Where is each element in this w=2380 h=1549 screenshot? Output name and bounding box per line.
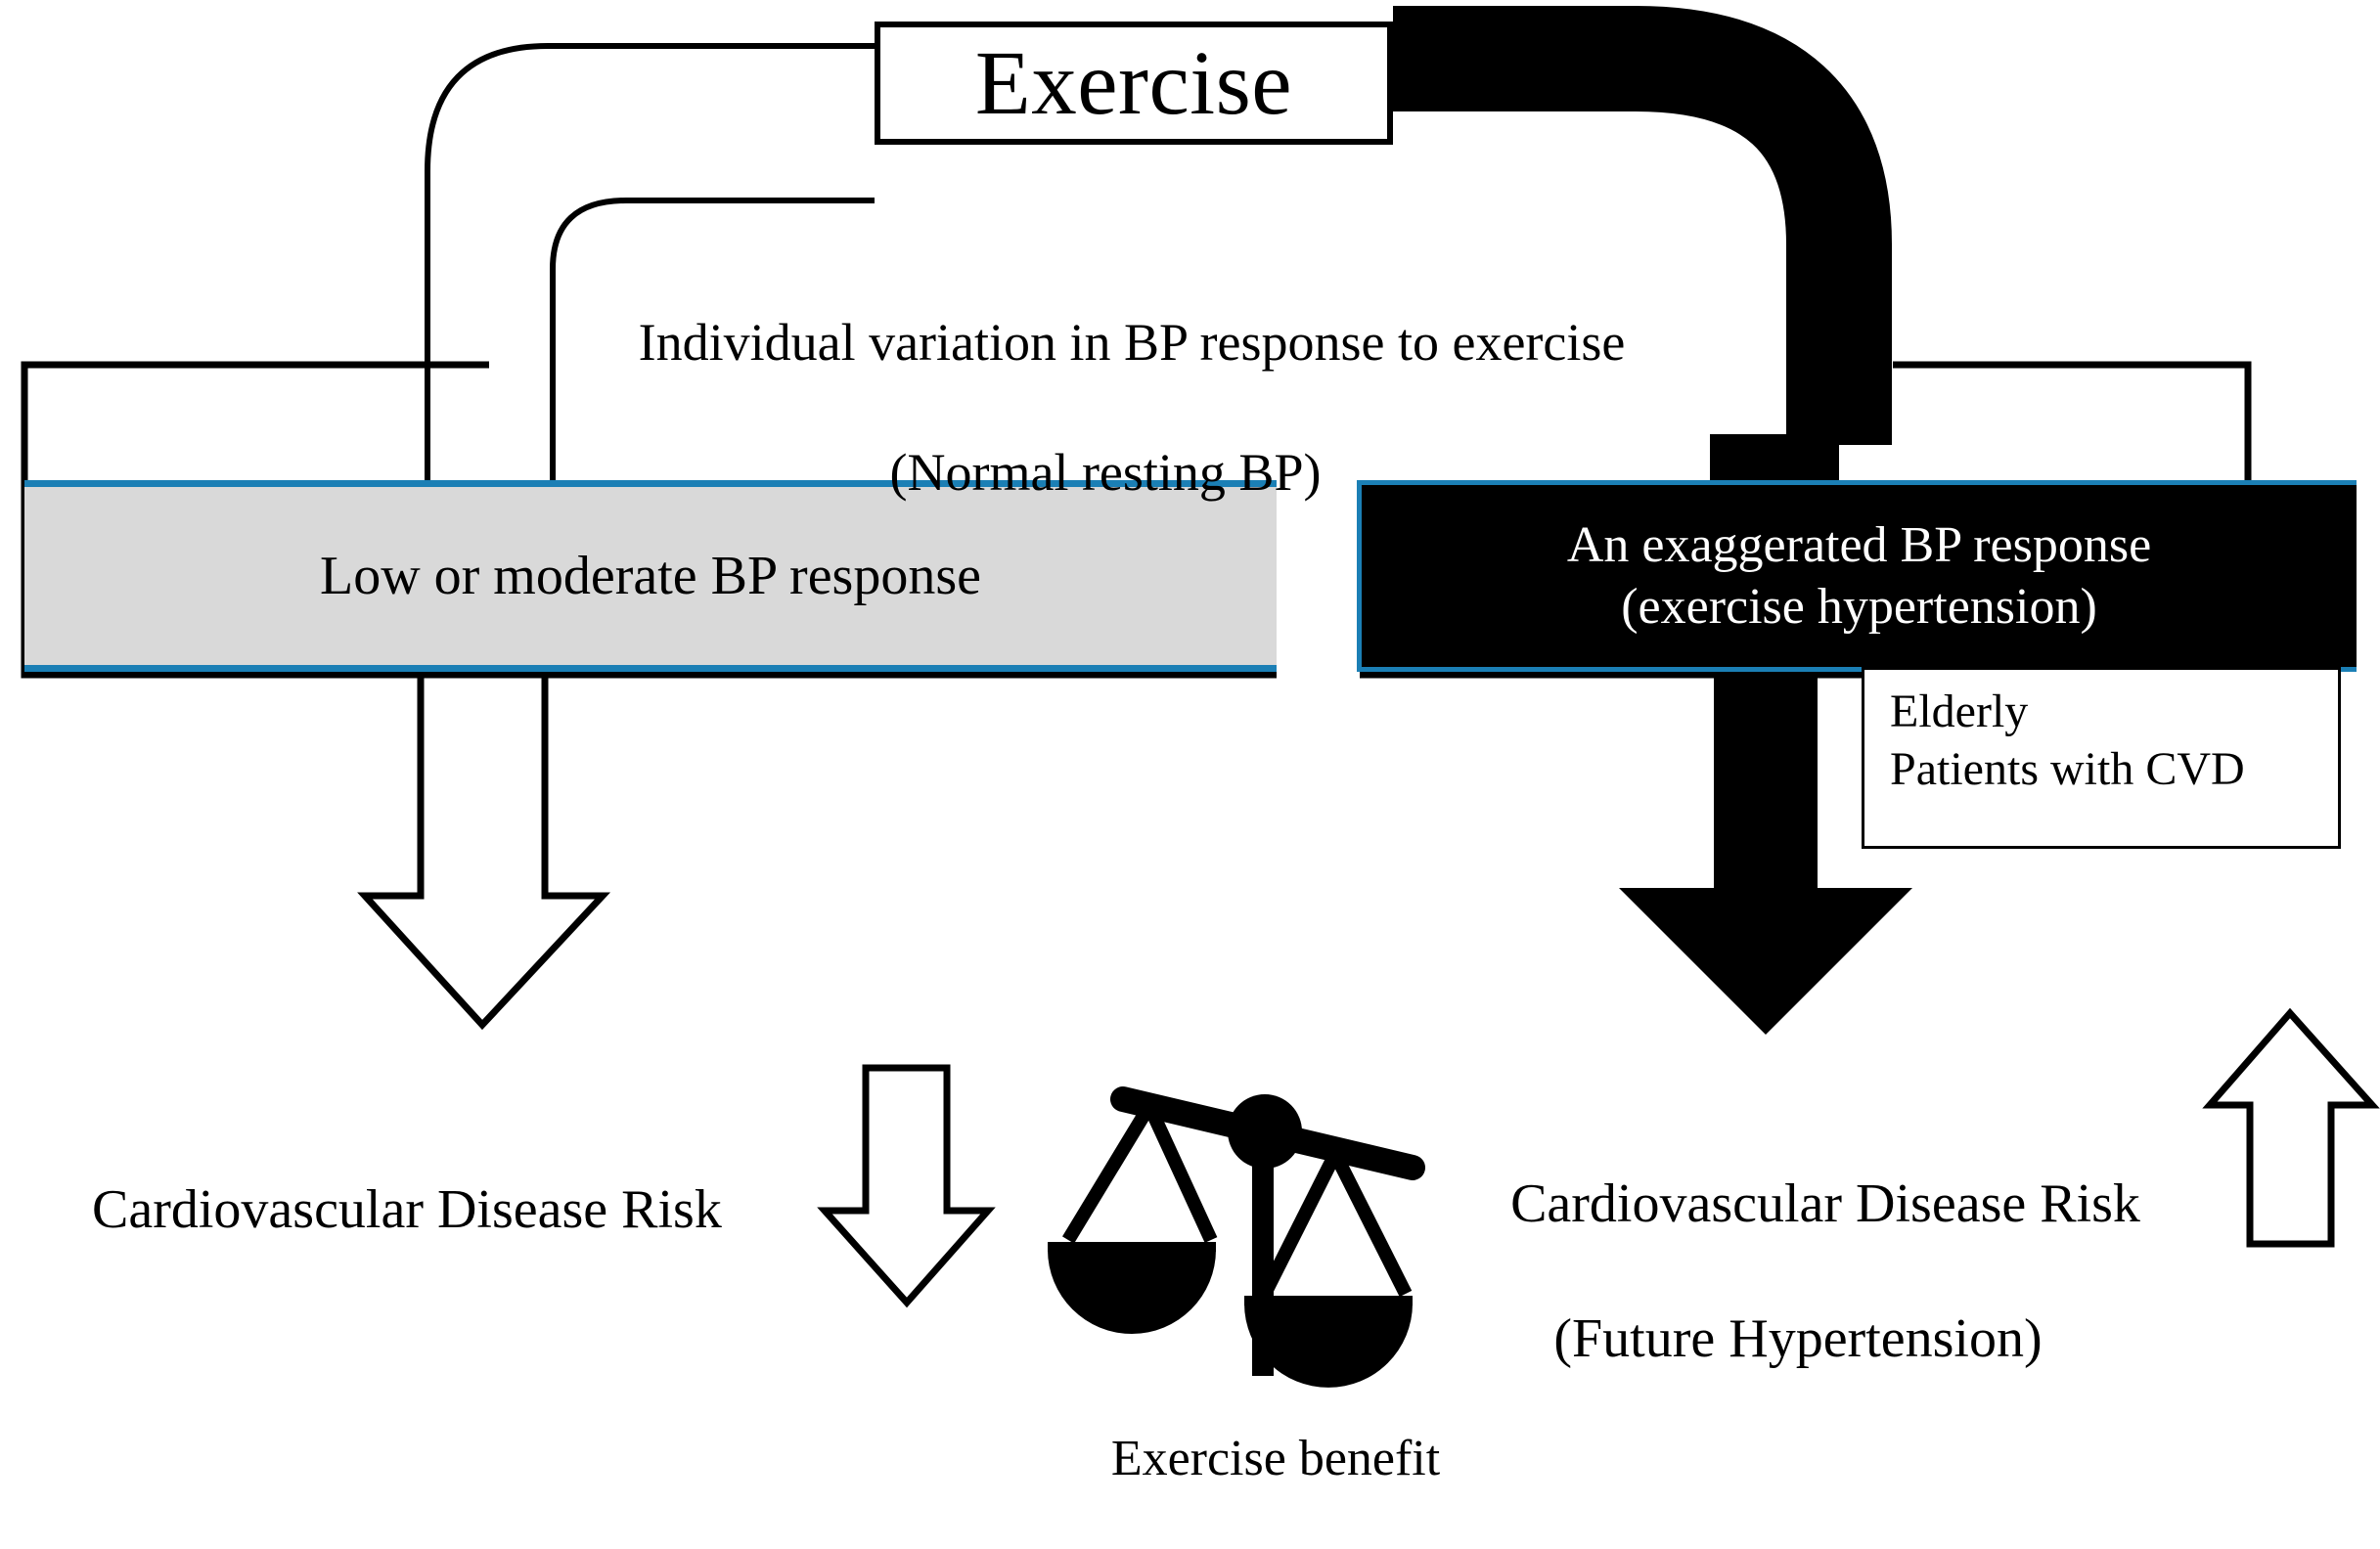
exercise-benefit-text: Exercise benefit [1110, 1431, 1441, 1487]
right-outcome-label: Cardiovascular Disease Risk (Future Hype… [1446, 1107, 2150, 1500]
exaggerated-bp-panel: An exaggerated BP response (exercise hyp… [1357, 480, 2357, 672]
exercise-title-box: Exercise [875, 22, 1393, 145]
low-moderate-bp-label: Low or moderate BP response [320, 546, 981, 606]
caption-line-1: Individual variation in BP response to e… [638, 312, 1626, 372]
arrow-down-outline-icon [357, 671, 611, 1031]
black-elbow-connector [1393, 6, 1892, 445]
connector-curve-outer [425, 43, 875, 484]
elderly-note-line-2: Patients with CVD [1890, 742, 2245, 795]
balance-scale-icon [1048, 1086, 1425, 1388]
diagram-canvas: Exercise Individual variation in BP resp… [21, 6, 2380, 1487]
exercise-title-label: Exercise [974, 32, 1293, 134]
exaggerated-bp-line-2: (exercise hypertension) [1621, 579, 2097, 635]
caption-line-2: (Normal resting BP) [889, 443, 1322, 503]
right-outcome-line-1: Cardiovascular Disease Risk [1510, 1173, 2140, 1235]
elderly-cvd-note-box: Elderly Patients with CVD [1862, 667, 2341, 849]
left-outcome-label: Cardiovascular Disease Risk [37, 1113, 722, 1306]
low-moderate-bp-panel: Low or moderate BP response [24, 480, 1277, 672]
elderly-note-line-1: Elderly [1890, 686, 2029, 737]
arrow-down-filled-icon [1619, 672, 1912, 1035]
arrow-down-outline-risk-icon [817, 1064, 996, 1308]
right-outcome-line-2: (Future Hypertension) [1553, 1308, 2043, 1370]
exercise-benefit-label: Exercise benefit [1055, 1369, 1446, 1549]
connector-curve-inner [550, 198, 875, 484]
left-outcome-line-1: Cardiovascular Disease Risk [92, 1179, 722, 1241]
exaggerated-bp-line-1: An exaggerated BP response [1566, 517, 2152, 573]
bp-variation-caption: Individual variation in BP response to e… [411, 249, 1800, 629]
arrow-up-outline-risk-icon [2202, 1007, 2380, 1248]
